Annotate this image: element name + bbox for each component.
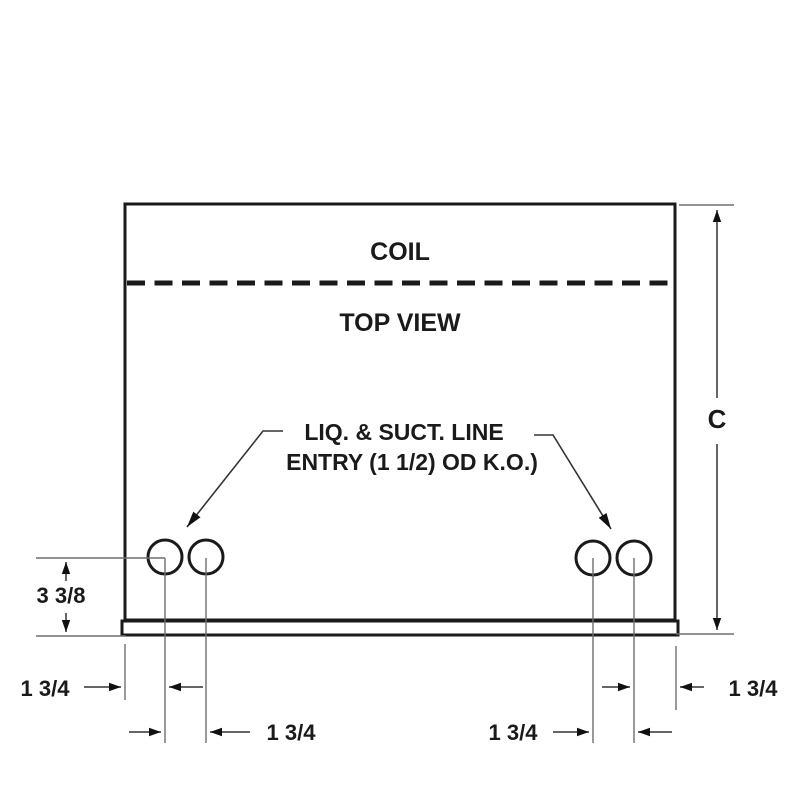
dim-right-spacing-label: 1 3/4 — [489, 720, 539, 745]
coil-flange — [120, 619, 680, 637]
knockout-callout: LIQ. & SUCT. LINE ENTRY (1 1/2) OD K.O.) — [186, 419, 612, 530]
dim-right-hole-spacing: 1 3/4 — [489, 720, 672, 745]
extension-lines — [36, 204, 734, 743]
callout-text-line2: ENTRY (1 1/2) OD K.O.) — [286, 449, 538, 475]
view-label: TOP VIEW — [339, 309, 461, 337]
dim-left-spacing-label: 1 3/4 — [267, 720, 317, 745]
leader-arrow-left — [186, 430, 283, 528]
dim-c: C — [708, 210, 727, 630]
dim-left-edge-label: 1 3/4 — [21, 676, 71, 701]
coil-label: COIL — [370, 238, 430, 266]
coil-outline — [123, 202, 677, 622]
dim-hole-offset: 3 3/8 — [37, 562, 86, 632]
dim-left-hole-spacing: 1 3/4 — [129, 720, 316, 745]
callout-text-line1: LIQ. & SUCT. LINE — [304, 419, 503, 445]
dim-c-label: C — [708, 404, 727, 434]
dim-hole-offset-label: 3 3/8 — [37, 583, 86, 608]
leader-arrow-right — [534, 434, 612, 530]
dim-left-edge-to-hole: 1 3/4 — [21, 676, 203, 701]
dim-right-edge-to-hole: 1 3/4 — [602, 676, 778, 701]
dim-right-edge-label: 1 3/4 — [729, 676, 779, 701]
